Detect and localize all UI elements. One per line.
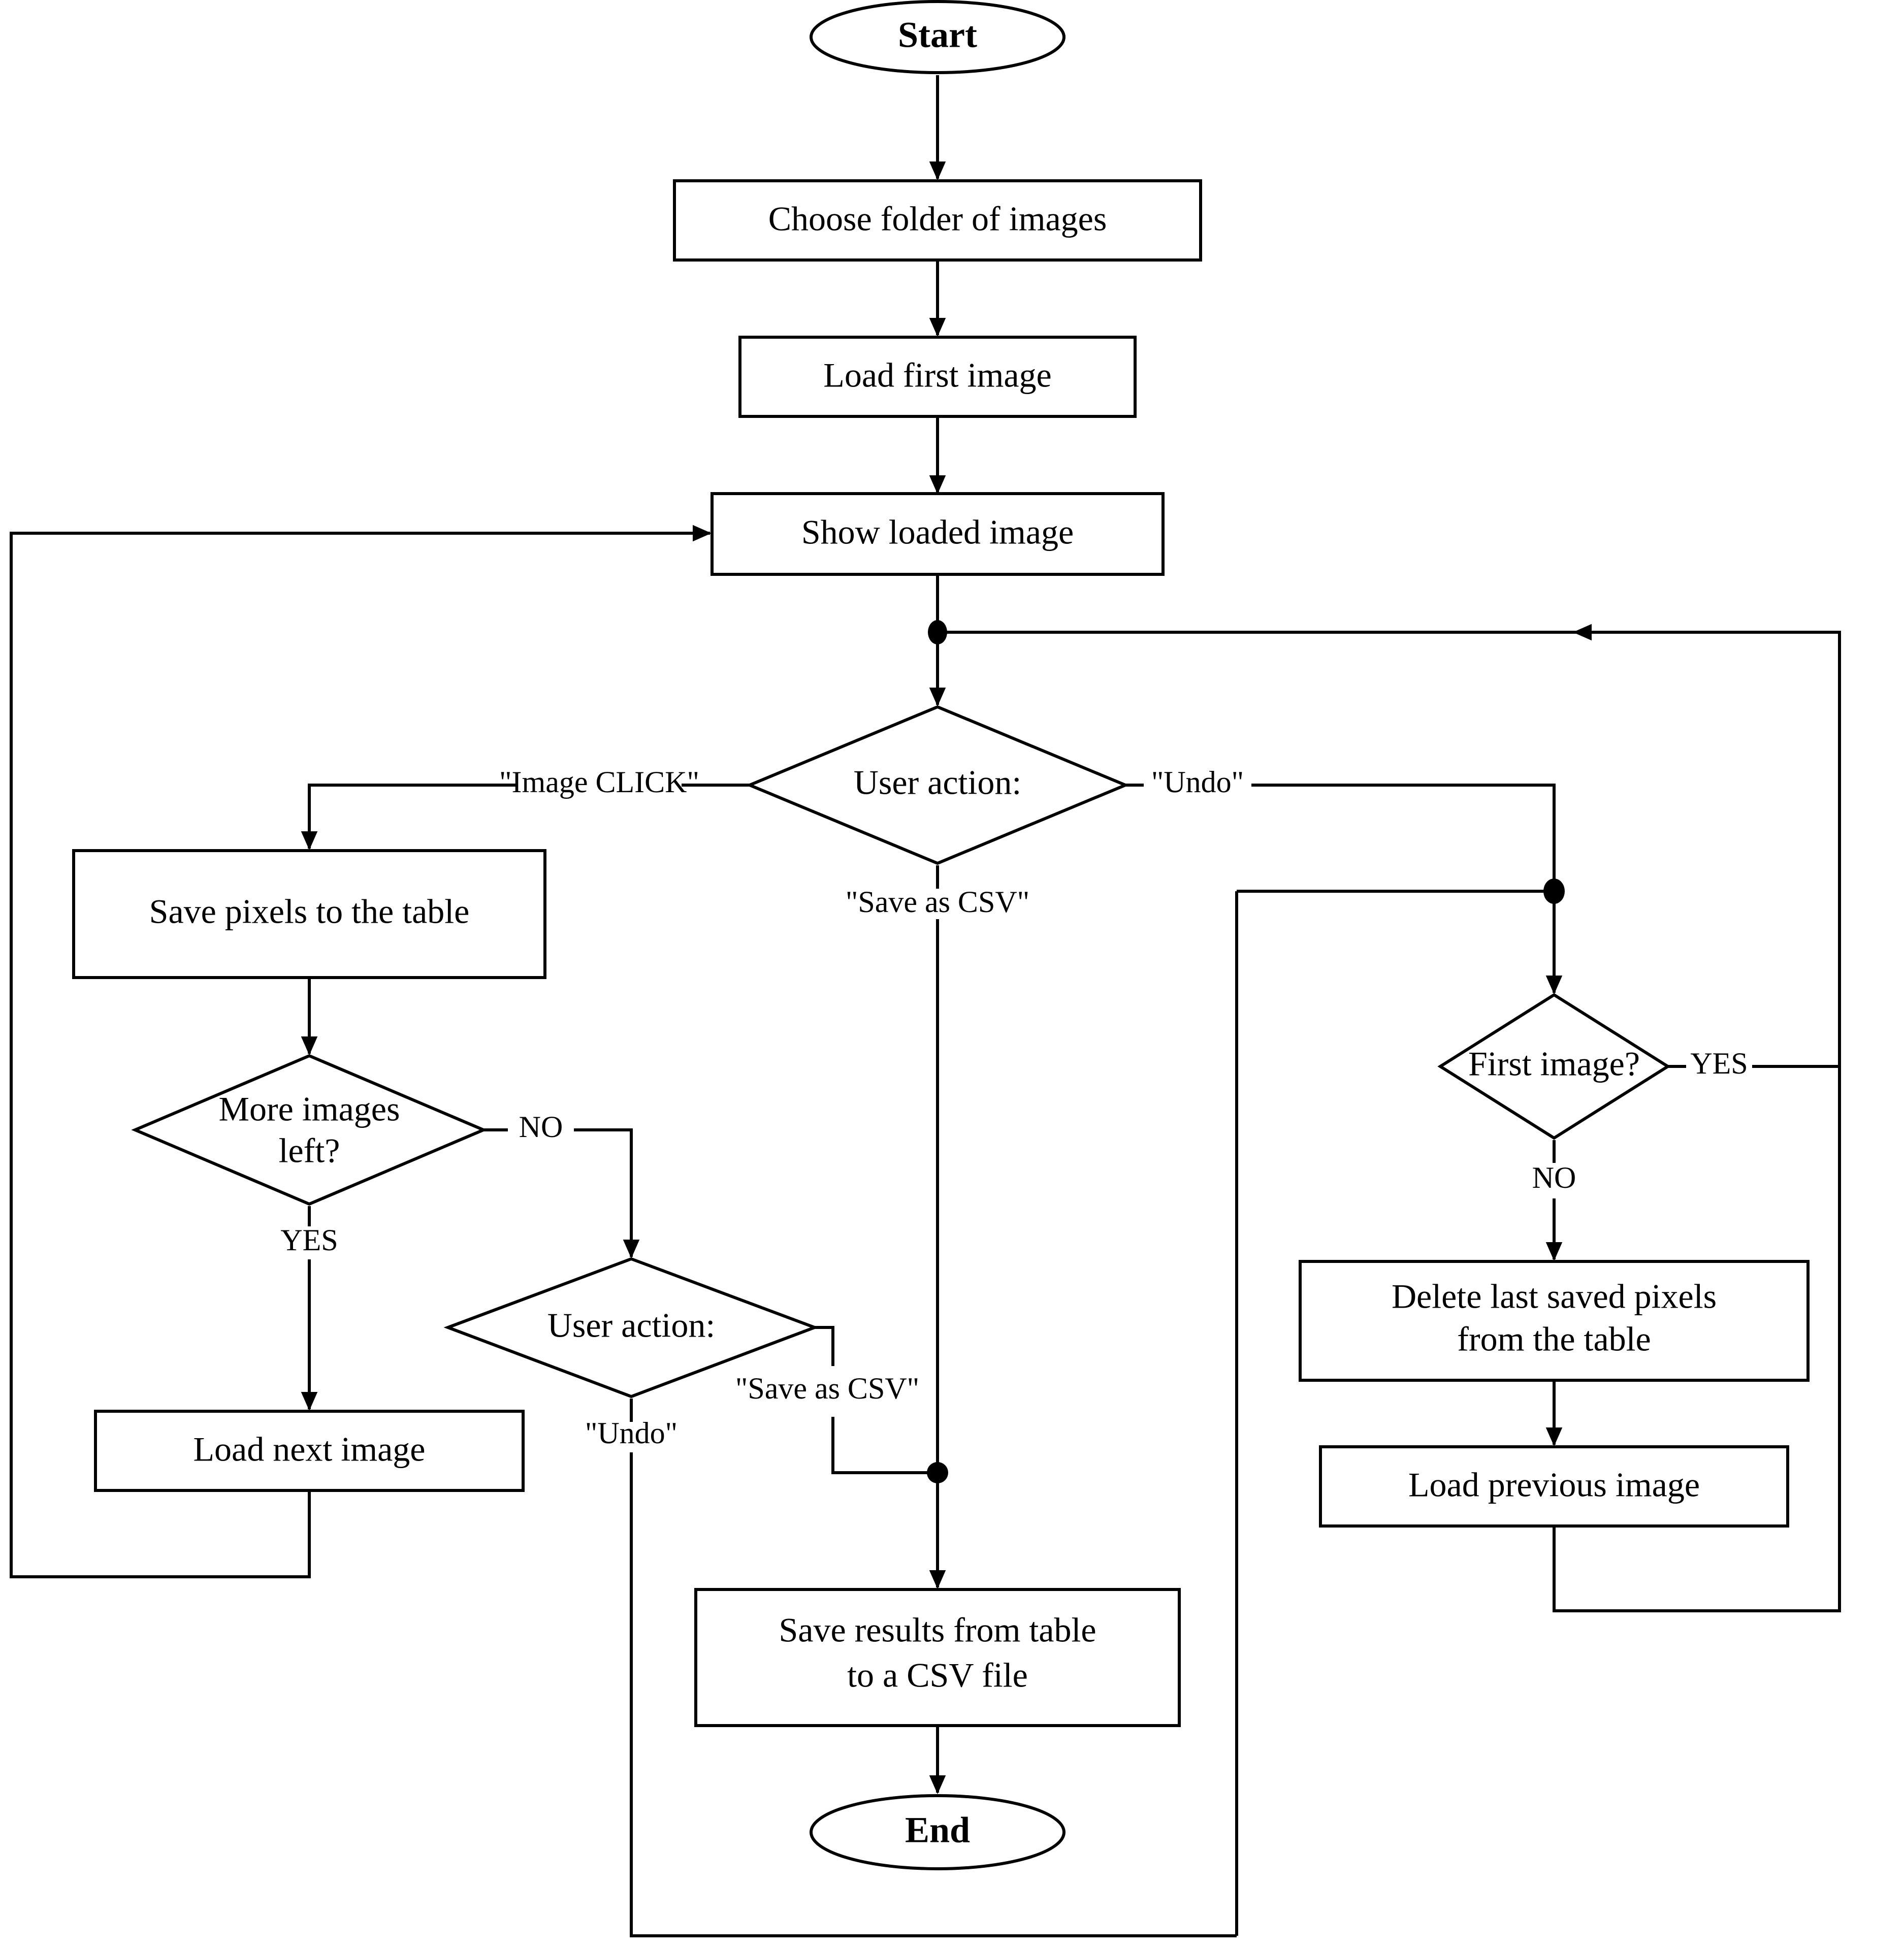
- node-user-action-2-label: User action:: [547, 1306, 715, 1345]
- node-user-action-1[interactable]: [746, 705, 1130, 865]
- node-show-loaded-image[interactable]: [711, 492, 1165, 576]
- node-save-results-csv-label-line1: Save results from table: [779, 1611, 1096, 1649]
- edge-label-more-images-no: NO: [519, 1110, 563, 1144]
- edge-label-first-image-no: NO: [1532, 1161, 1576, 1194]
- edge-label-undo-main: "Undo": [1151, 765, 1244, 799]
- node-delete-last-saved-pixels-label-line1: Delete last saved pixels: [1392, 1277, 1717, 1316]
- node-start-label: Start: [898, 15, 977, 55]
- node-load-previous-image[interactable]: [1319, 1445, 1789, 1528]
- edge-label-more-images-yes: YES: [280, 1223, 338, 1257]
- node-choose-folder[interactable]: [673, 179, 1202, 262]
- node-save-pixels[interactable]: [72, 849, 546, 979]
- edge-undo-to-firstimage: [1125, 784, 1556, 891]
- node-user-action-2[interactable]: [443, 1257, 819, 1399]
- node-first-image-label: First image?: [1468, 1045, 1640, 1083]
- node-save-pixels-label: Save pixels to the table: [149, 892, 470, 931]
- node-delete-last-saved-pixels-label-line2: from the table: [1457, 1320, 1651, 1358]
- node-more-images-left-label-line1: More images: [219, 1090, 400, 1128]
- edge-useraction2-save-as-csv: [815, 1326, 938, 1474]
- edge-label-save-as-csv-second: "Save as CSV": [735, 1372, 919, 1405]
- edge-firstimage-yes: [1574, 632, 1841, 1068]
- edge-loadnext-loop-to-show: [10, 525, 712, 1578]
- edge-image-click-to-savepixels: [309, 784, 750, 849]
- node-load-previous-image-label: Load previous image: [1408, 1466, 1700, 1504]
- junction-dot-csv-merge: [927, 1462, 948, 1483]
- node-save-results-csv[interactable]: [694, 1588, 1181, 1727]
- node-load-next-image-label: Load next image: [193, 1430, 426, 1469]
- node-delete-last-saved-pixels[interactable]: [1299, 1260, 1810, 1382]
- node-user-action-1-label: User action:: [854, 763, 1021, 802]
- node-end[interactable]: [810, 1794, 1066, 1870]
- edge-moreimages-no: [483, 1128, 631, 1257]
- node-first-image[interactable]: [1437, 993, 1671, 1140]
- edge-useraction2-undo-loop: [630, 1399, 1237, 1937]
- node-load-next-image[interactable]: [94, 1410, 525, 1492]
- node-choose-folder-label: Choose folder of images: [768, 200, 1107, 238]
- node-end-label: End: [905, 1810, 970, 1850]
- node-show-loaded-image-label: Show loaded image: [801, 513, 1074, 551]
- node-load-first-image-label: Load first image: [823, 356, 1051, 395]
- node-start[interactable]: [810, 0, 1066, 74]
- edge-label-save-as-csv-main: "Save as CSV": [846, 885, 1029, 919]
- edge-label-undo-second: "Undo": [585, 1416, 677, 1450]
- edge-label-image-click: "Image CLICK": [499, 765, 699, 799]
- node-save-results-csv-label-line2: to a CSV file: [847, 1656, 1028, 1695]
- node-more-images-left[interactable]: [131, 1054, 488, 1206]
- edge-label-first-image-yes: YES: [1690, 1047, 1748, 1080]
- node-load-first-image[interactable]: [738, 336, 1137, 418]
- node-more-images-left-label-line2: left?: [279, 1131, 340, 1170]
- edge-undo-merge-left: [1235, 890, 1554, 1936]
- edge-loadprev-loop: [1553, 1066, 1841, 1612]
